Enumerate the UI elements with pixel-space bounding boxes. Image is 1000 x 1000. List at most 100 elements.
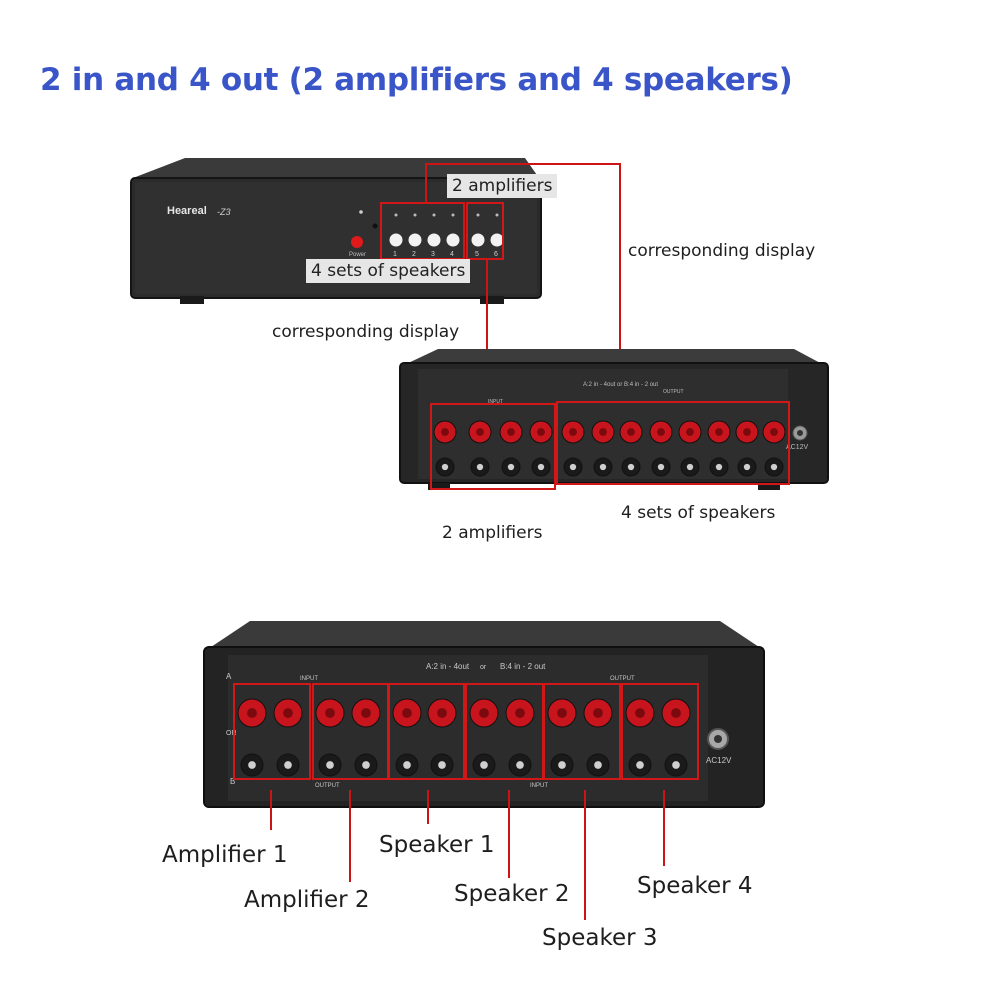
row-a: A xyxy=(226,672,232,681)
red-terminal-post-hole xyxy=(569,428,577,436)
red-terminal-post-hole xyxy=(593,708,603,718)
svg-text:4: 4 xyxy=(450,251,454,258)
red-terminal-post-hole xyxy=(247,708,257,718)
rear-small-caption-amplifiers: 2 amplifiers xyxy=(442,523,543,543)
red-terminal-post-hole xyxy=(599,428,607,436)
rear-large-header-a: A:2 in - 4out xyxy=(426,662,470,671)
leader-line-speaker-3 xyxy=(584,790,586,920)
leader-line-speaker-2 xyxy=(508,790,510,878)
channel-button-1 xyxy=(389,233,403,247)
rear-small-speakers-highlight xyxy=(556,401,790,485)
rear-small-terminals xyxy=(433,420,786,477)
channel-button-5 xyxy=(471,233,485,247)
black-terminal-post-hole xyxy=(537,463,545,471)
leader-line-speaker-4 xyxy=(663,790,665,866)
group-box-speaker-4 xyxy=(621,683,699,780)
black-terminal-post-hole xyxy=(284,761,292,769)
leader-line-speaker-1 xyxy=(427,790,429,824)
rear-large-input-label-bottom: INPUT xyxy=(530,783,548,789)
black-terminal-post-hole xyxy=(627,463,635,471)
black-terminal-post-hole xyxy=(672,761,680,769)
rear-small-power-jack: AC12V xyxy=(786,444,809,451)
black-terminal-post-hole xyxy=(441,463,449,471)
group-box-speaker-1 xyxy=(388,683,465,780)
power-button xyxy=(351,236,363,248)
power-label: Power xyxy=(349,252,366,258)
page-title: 2 in and 4 out (2 amplifiers and 4 speak… xyxy=(40,62,793,98)
svg-text:2: 2 xyxy=(412,251,416,258)
group-box-amplifier-1 xyxy=(233,683,311,780)
red-terminal-post-hole xyxy=(627,428,635,436)
rear-small-caption-speakers: 4 sets of speakers xyxy=(621,503,776,523)
corresponding-display-label-right: corresponding display xyxy=(628,241,816,261)
svg-text:1: 1 xyxy=(393,251,397,258)
channel-button-3 xyxy=(427,233,441,247)
red-terminal-post-hole xyxy=(557,708,567,718)
callout-amplifiers: 2 amplifiers xyxy=(447,174,558,198)
red-terminal-post-hole xyxy=(686,428,694,436)
red-terminal-post-hole xyxy=(402,708,412,718)
callout-speakers: 4 sets of speakers xyxy=(306,259,471,283)
label-amplifier-1: Amplifier 1 xyxy=(162,842,288,868)
rear-large-input-label: INPUT xyxy=(300,676,318,682)
connector-line xyxy=(425,163,621,165)
svg-text:3: 3 xyxy=(431,251,435,258)
svg-text:6: 6 xyxy=(494,251,498,258)
black-terminal-post-hole xyxy=(569,463,577,471)
label-speaker-2: Speaker 2 xyxy=(454,881,570,907)
leader-line-amplifier-2 xyxy=(349,790,351,882)
black-terminal-post-hole xyxy=(599,463,607,471)
connector-line xyxy=(486,258,488,408)
black-terminal-post-hole xyxy=(403,761,411,769)
black-terminal-post-hole xyxy=(770,463,778,471)
red-terminal-post-hole xyxy=(361,708,371,718)
rear-small-input-label: INPUT xyxy=(488,399,503,405)
rear-panel-small-device: A:2 in - 4out or B:4 in - 2 out INPUT OU… xyxy=(399,349,829,490)
front-speakers-highlight xyxy=(380,202,465,260)
red-terminal-post-hole xyxy=(743,428,751,436)
channel-buttons xyxy=(389,213,504,247)
rear-large-header-or: or xyxy=(480,664,487,671)
label-speaker-4: Speaker 4 xyxy=(637,873,753,899)
black-terminal-post-hole xyxy=(594,761,602,769)
rear-large-power-jack: AC12V xyxy=(706,756,732,765)
rear-small-output-label: OUTPUT xyxy=(663,389,684,395)
row-or: OR xyxy=(226,730,237,737)
red-terminal-post-hole xyxy=(283,708,293,718)
label-speaker-1: Speaker 1 xyxy=(379,832,495,858)
group-box-speaker-3 xyxy=(543,683,621,780)
red-terminal-post-hole xyxy=(437,708,447,718)
rear-panel-large-device: A:2 in - 4out or B:4 in - 2 out INPUT OU… xyxy=(203,621,765,808)
red-terminal-post-hole xyxy=(657,428,665,436)
channel-numbers: 1 2 3 4 5 6 xyxy=(393,251,498,258)
red-terminal-post-hole xyxy=(325,708,335,718)
rear-large-output-label-top: OUTPUT xyxy=(610,676,635,682)
connector-line xyxy=(425,163,427,203)
black-terminal-post-hole xyxy=(476,463,484,471)
channel-button-6 xyxy=(490,233,504,247)
label-amplifier-2: Amplifier 2 xyxy=(244,887,370,913)
red-terminal-post-hole xyxy=(441,428,449,436)
label-speaker-3: Speaker 3 xyxy=(542,925,658,951)
black-terminal-post-hole xyxy=(248,761,256,769)
channel-button-2 xyxy=(408,233,422,247)
svg-text:5: 5 xyxy=(475,251,479,258)
black-terminal-post-hole xyxy=(657,463,665,471)
red-terminal-post-hole xyxy=(715,428,723,436)
rear-large-terminals xyxy=(237,698,691,777)
rear-large-output-label: OUTPUT xyxy=(315,783,340,789)
red-terminal-post-hole xyxy=(507,428,515,436)
group-box-amplifier-2 xyxy=(312,683,389,780)
black-terminal-post-hole xyxy=(558,761,566,769)
black-terminal-post-hole xyxy=(715,463,723,471)
connector-line xyxy=(619,163,621,403)
brand-text: Heareal xyxy=(167,205,207,217)
black-terminal-post-hole xyxy=(326,761,334,769)
black-terminal-post-hole xyxy=(686,463,694,471)
leader-line-amplifier-1 xyxy=(270,790,272,830)
red-terminal-post-hole xyxy=(479,708,489,718)
black-terminal-post-hole xyxy=(438,761,446,769)
red-terminal-post-hole xyxy=(476,428,484,436)
black-terminal-post-hole xyxy=(743,463,751,471)
rear-large-header-b: B:4 in - 2 out xyxy=(500,662,546,671)
